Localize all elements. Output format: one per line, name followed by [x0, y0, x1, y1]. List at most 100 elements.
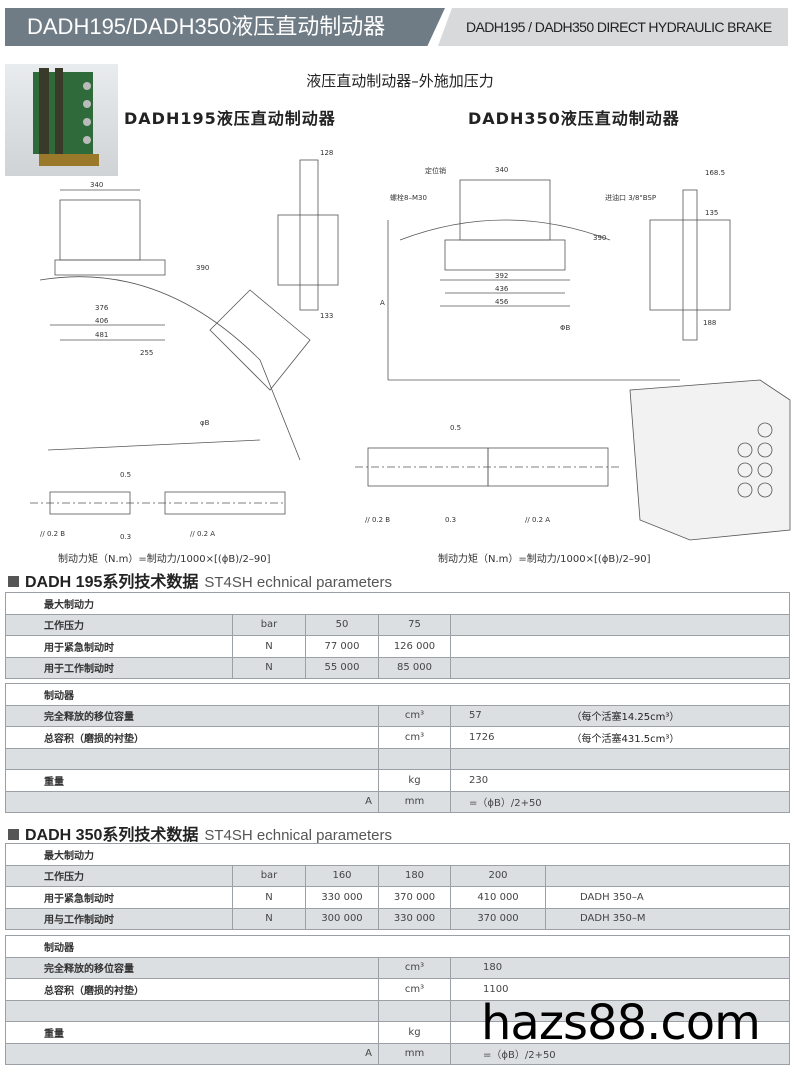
dim-label: 340 — [90, 181, 103, 189]
table-cell: kg — [378, 769, 451, 792]
table-cell: 最大制动力 — [5, 592, 790, 615]
table-cell: 工作压力 — [5, 865, 233, 887]
tolerance-label: 0.5 — [450, 424, 461, 432]
table-cell: 完全释放的移位容量 — [5, 957, 379, 979]
dim-label: A — [380, 299, 385, 307]
table-cell: cm³ — [378, 978, 451, 1001]
table-cell: 370 000 — [378, 886, 451, 909]
section-marker-icon — [8, 829, 19, 840]
table-cell: 200 — [450, 865, 546, 887]
table-cell: 180 — [378, 865, 451, 887]
dim-label: 188 — [703, 319, 716, 327]
watermark: hazs88.com — [481, 994, 761, 1051]
table-cell: 126 000 — [378, 635, 451, 658]
table-cell: 制动器 — [5, 935, 790, 958]
table-cell: bar — [232, 865, 306, 887]
table-cell — [565, 769, 790, 792]
table-cell: 55 000 — [305, 657, 379, 679]
table-cell: cm³ — [378, 705, 451, 727]
table-cell: DADH 350–A — [545, 886, 790, 909]
table-cell: （每个活塞14.25cm³） — [565, 705, 790, 727]
dim-label: 456 — [495, 298, 509, 306]
table-row — [5, 748, 790, 770]
model-heading-dadh350: DADH350液压直动制动器 — [468, 109, 680, 128]
table-cell: 工作压力 — [5, 614, 233, 636]
table-cell: =（ϕB）/2+50 — [450, 791, 566, 813]
tolerance-label: // 0.2 A — [190, 530, 215, 538]
technical-drawings: 340 376 406 481 390 255 φB 128 133 340 3… — [30, 149, 791, 541]
table-cell: DADH 350–M — [545, 908, 790, 930]
table-cell: 1726 — [450, 726, 566, 749]
table-cell: bar — [232, 614, 306, 636]
table-cell: 1100 — [450, 978, 790, 1001]
dim-label: 481 — [95, 331, 108, 339]
table-cell: N — [232, 657, 306, 679]
dim-label: 255 — [140, 349, 153, 357]
brake-photo-image — [33, 68, 99, 166]
section-marker-icon — [8, 576, 19, 587]
tolerance-label: // 0.2 B — [40, 530, 65, 538]
model-heading-dadh195: DADH195液压直动制动器 — [124, 109, 336, 128]
table-cell: 用于紧急制动时 — [5, 635, 233, 658]
table-cell: cm³ — [378, 957, 451, 979]
table-cell: 50 — [305, 614, 379, 636]
table-cell — [5, 748, 379, 770]
table-cell: =（ϕB）/2+50 — [450, 1043, 790, 1065]
torque-formula-left: 制动力矩（N.m）=制动力/1000×[(ϕB)/2–90] — [58, 554, 271, 565]
table-cell — [450, 1021, 790, 1044]
subtitle: 液压直动制动器–外施加压力 — [306, 72, 494, 90]
table-cell — [450, 657, 790, 679]
dim-label: 376 — [95, 304, 109, 312]
table-title-row: 最大制动力 — [5, 592, 790, 615]
table-cell: 制动器 — [5, 683, 790, 706]
table-cell — [545, 865, 790, 887]
dadh350-side-view: 168.5 135 188 进油口 3/8"BSP — [605, 169, 731, 341]
table-cell: kg — [378, 1021, 451, 1044]
tolerance-label: 0.5 — [120, 471, 131, 479]
table-cell: 75 — [378, 614, 451, 636]
header-title-en: DADH195 / DADH350 DIRECT HYDRAULIC BRAKE — [438, 8, 788, 46]
dim-label: 436 — [495, 285, 509, 293]
table-cell: 用于工作制动时 — [5, 657, 233, 679]
table-cell: N — [232, 635, 306, 658]
dim-label: 340 — [495, 166, 508, 174]
table-cell: hazs88.com — [450, 999, 790, 1047]
table-title-row: 制动器 — [5, 683, 790, 706]
shaft-tolerance-right: 0.5 0.3 // 0.2 B // 0.2 A — [355, 424, 620, 524]
table-cell: 重量 — [5, 1021, 379, 1044]
dadh195-side-view: 128 133 — [209, 149, 339, 391]
table-cell — [565, 748, 790, 770]
tolerance-label: // 0.2 B — [365, 516, 390, 524]
shaft-tolerance-left: 0.5 0.3 // 0.2 B // 0.2 A — [30, 471, 286, 541]
table-cell: 330 000 — [305, 886, 379, 909]
table-cell: 完全释放的移位容量 — [5, 705, 379, 727]
dim-label: 128 — [320, 149, 333, 157]
table-cell: 370 000 — [450, 908, 546, 930]
table-cell: N — [232, 886, 306, 909]
table-cell — [5, 1000, 379, 1022]
table-cell — [565, 791, 790, 813]
tolerance-label: 0.3 — [120, 533, 131, 541]
tolerance-label: 0.3 — [445, 516, 456, 524]
table-cell: A — [5, 791, 379, 813]
dim-label: 390 — [196, 264, 209, 272]
torque-formula-right: 制动力矩（N.m）=制动力/1000×[(ϕB)/2–90] — [438, 554, 651, 565]
dim-label: 168.5 — [705, 169, 725, 177]
table-cell: N — [232, 908, 306, 930]
table-cell: 用于紧急制动时 — [5, 886, 233, 909]
